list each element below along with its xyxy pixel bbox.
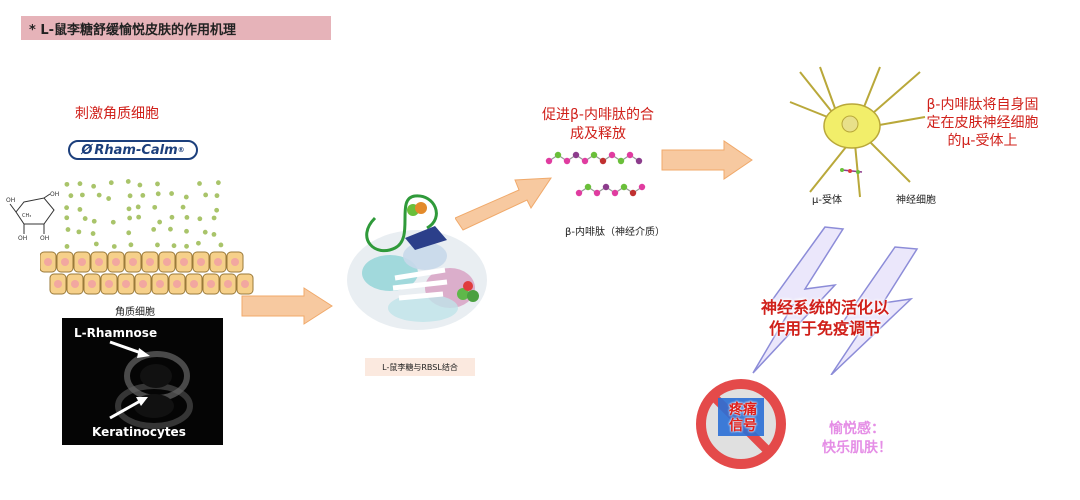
micrograph-image: L-Rhamnose Keratinocytes [62, 318, 223, 445]
receptor-line-3: 的μ-受体上 [947, 133, 1018, 149]
brand-o-icon: Ø [81, 142, 93, 158]
pain-line-1: 疼痛 [729, 402, 757, 418]
oh-3: OH [18, 235, 27, 242]
pleasure-line-1: 愉悦感： [829, 421, 885, 437]
keratinocyte-label: 角质细胞 [115, 307, 155, 318]
pain-signal-badge [718, 398, 764, 436]
promote-endorphin-label: 促进β-内啡肽的合 成及释放 [533, 106, 663, 144]
protein-structure-icon [347, 194, 487, 330]
oh-2: OH [50, 191, 59, 198]
arrow-1-icon [241, 287, 333, 325]
endorphin-molecules-icon [545, 151, 646, 197]
promote-line-2: 成及释放 [570, 126, 626, 142]
oh-4: OH [40, 235, 49, 242]
nervous-system-label: 神经系统的活化以 作用于免疫调节 [740, 297, 910, 339]
rhamnose-molecule-icon: OH OH OH OH CH₃ [6, 191, 59, 242]
arrow-2-icon [455, 177, 552, 231]
receptor-label: β-内啡肽将自身固 定在皮肤神经细胞 的μ-受体上 [920, 96, 1045, 150]
micro-label-keratinocytes: Keratinocytes [92, 425, 186, 439]
oh-1: OH [6, 197, 15, 204]
pain-line-2: 信号 [729, 418, 757, 434]
mu-receptor-label: μ-受体 [812, 195, 842, 206]
arrow-bottom-icon [109, 398, 143, 420]
binding-label: L-鼠李糖与RBSL结合 [365, 358, 475, 376]
neuron-icon [789, 66, 926, 198]
brand-name: Rham-Calm [94, 142, 178, 158]
receptor-line-1: β-内啡肽将自身固 [926, 97, 1039, 113]
keratinocyte-layer [40, 251, 254, 295]
promote-line-1: 促进β-内啡肽的合 [542, 107, 654, 123]
pleasure-label: 愉悦感： 快乐肌肤！ [812, 420, 902, 458]
page-title: * L-鼠李糖舒缓愉悦皮肤的作用机理 [21, 16, 331, 40]
nervous-line-1: 神经系统的活化以 [760, 298, 889, 317]
nervous-line-2: 作用于免疫调节 [768, 319, 881, 338]
rham-calm-logo: Ø Rham-Calm ® [68, 140, 198, 160]
stimulate-keratinocytes-label: 刺激角质细胞 [75, 106, 159, 122]
lightning-bolts-icon [752, 226, 919, 375]
receptor-line-2: 定在皮肤神经细胞 [926, 115, 1039, 131]
nerve-cell-label: 神经细胞 [896, 195, 936, 206]
ch3-label: CH₃ [22, 213, 31, 219]
arrow-3-icon [661, 140, 753, 180]
pain-signal-label: 疼痛 信号 [712, 402, 774, 434]
micro-label-rhamnose: L-Rhamnose [74, 326, 158, 340]
rhamnose-dots [64, 179, 224, 249]
endorphin-label: β-内啡肽（神经介质） [565, 227, 665, 238]
registered-mark: ® [177, 146, 185, 154]
pleasure-line-2: 快乐肌肤！ [822, 440, 892, 456]
